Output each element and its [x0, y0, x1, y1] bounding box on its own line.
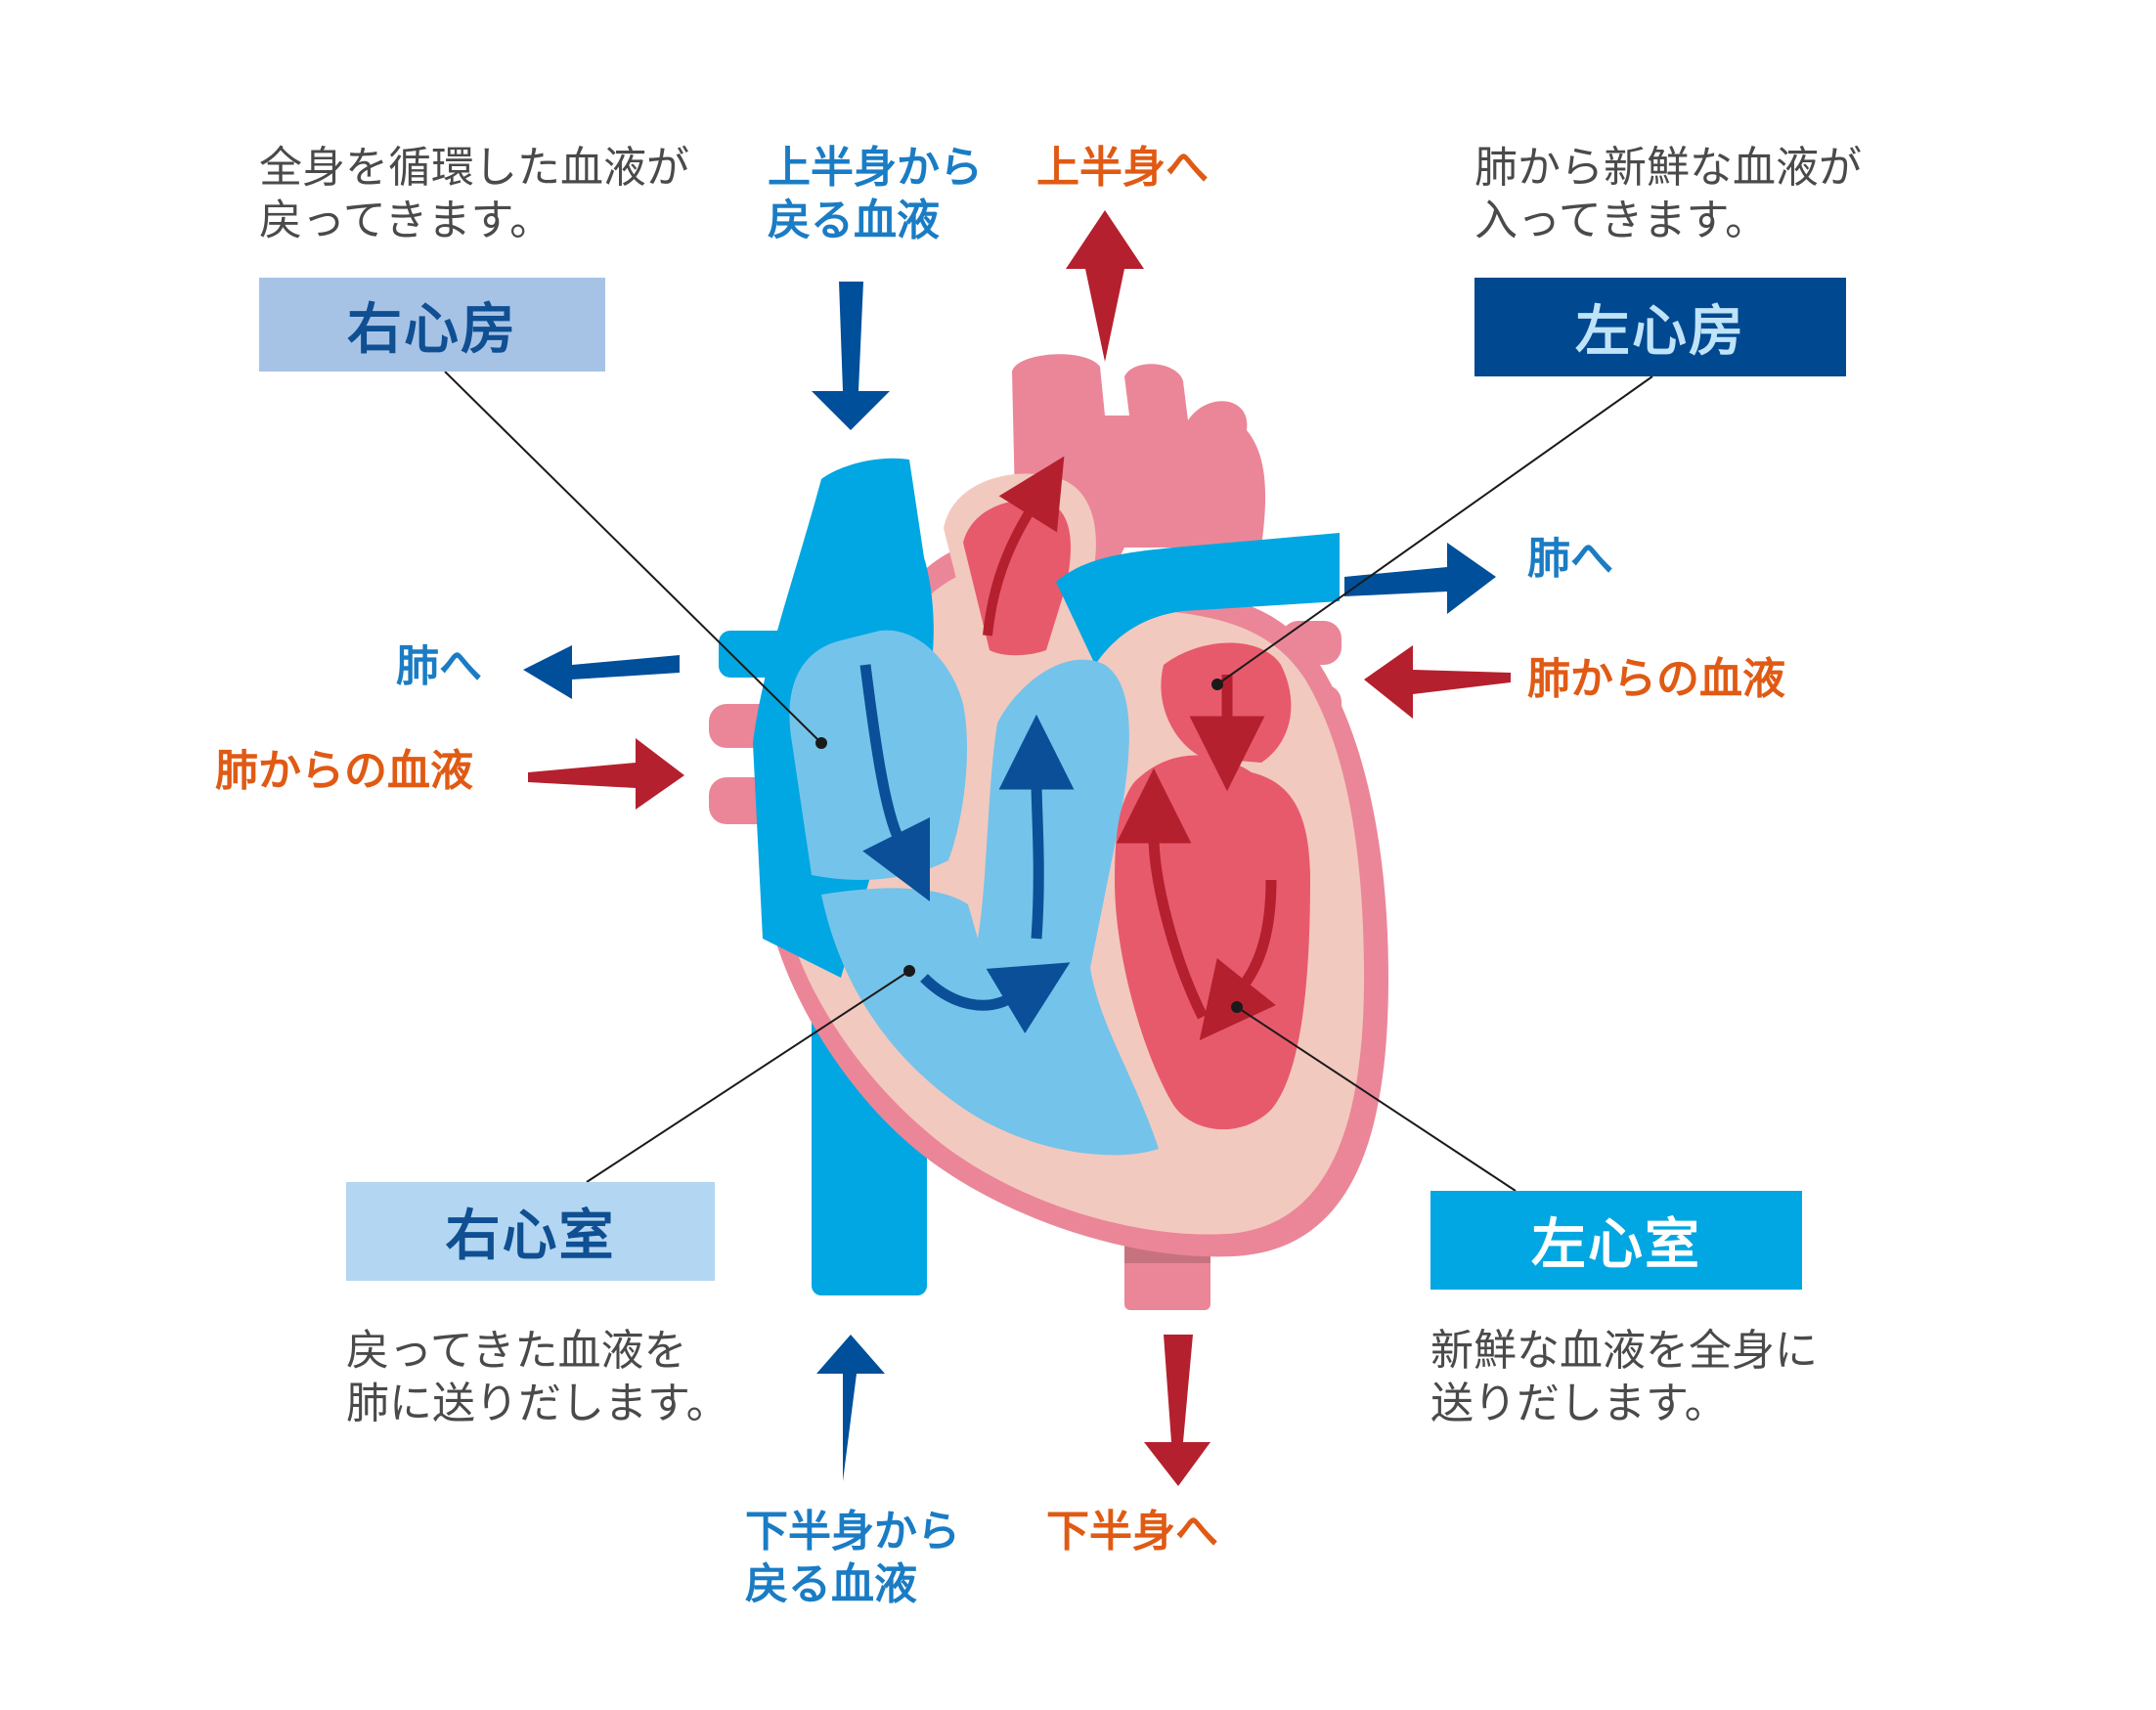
arrow-to-upper-body — [1066, 210, 1144, 362]
description-line: 全身を循環した血液が — [259, 143, 689, 193]
from-lungs-right-label: 肺からの血液 — [1527, 654, 1785, 704]
arrow-from-lungs-right — [1364, 645, 1511, 719]
left-atrium-label: 左心房 — [1474, 278, 1846, 376]
from-upper-body-label: 上半身から 戻る血液 — [768, 142, 983, 246]
left-ventricle-description: 新鮮な血液を全身に 送りだします。 — [1430, 1325, 1818, 1429]
arrow-to-lower-body — [1144, 1335, 1210, 1486]
pulmonary-artery — [1056, 533, 1340, 665]
left-atrium-description: 肺から新鮮な血液が 入ってきます。 — [1474, 142, 1862, 246]
to-lungs-left-label: 肺へ — [396, 641, 482, 691]
arrow-to-lungs-right — [1344, 543, 1496, 614]
right-atrium-label: 右心房 — [259, 278, 605, 372]
right-ventricle-description: 戻ってきた血液を 肺に送りだします。 — [346, 1325, 729, 1429]
right-ventricle-label: 右心室 — [346, 1182, 715, 1281]
to-upper-body-label: 上半身へ — [1036, 143, 1209, 193]
flow-label-line: 下半身から — [745, 1507, 960, 1557]
arrow-from-upper-body — [812, 282, 890, 430]
from-lungs-left-label: 肺からの血液 — [215, 746, 473, 796]
to-lungs-right-label: 肺へ — [1527, 534, 1613, 584]
arrow-from-lower-body — [816, 1335, 885, 1481]
description-line: 戻ってきます。 — [259, 195, 553, 245]
arrow-from-lungs-left — [528, 738, 684, 810]
description-line: 入ってきます。 — [1474, 195, 1769, 245]
description-line: 肺に送りだします。 — [346, 1378, 729, 1428]
from-lower-body-label: 下半身から 戻る血液 — [745, 1506, 960, 1610]
description-line: 戻ってきた血液を — [346, 1326, 687, 1376]
leader-lines — [444, 371, 1653, 1192]
description-line: 送りだします。 — [1430, 1378, 1728, 1428]
flow-label-line: 戻る血液 — [768, 195, 940, 245]
flow-label-line: 上半身から — [768, 143, 983, 193]
right-atrium-description: 全身を循環した血液が 戻ってきます。 — [259, 142, 689, 246]
description-line: 新鮮な血液を全身に — [1430, 1326, 1818, 1376]
to-lower-body-label: 下半身へ — [1046, 1507, 1218, 1557]
right-ventricle-chamber — [821, 659, 1159, 1156]
left-ventricle-label: 左心室 — [1430, 1191, 1802, 1290]
flow-label-line: 戻る血液 — [745, 1558, 917, 1609]
arrow-to-lungs-left — [523, 645, 680, 699]
description-line: 肺から新鮮な血液が — [1474, 143, 1862, 193]
